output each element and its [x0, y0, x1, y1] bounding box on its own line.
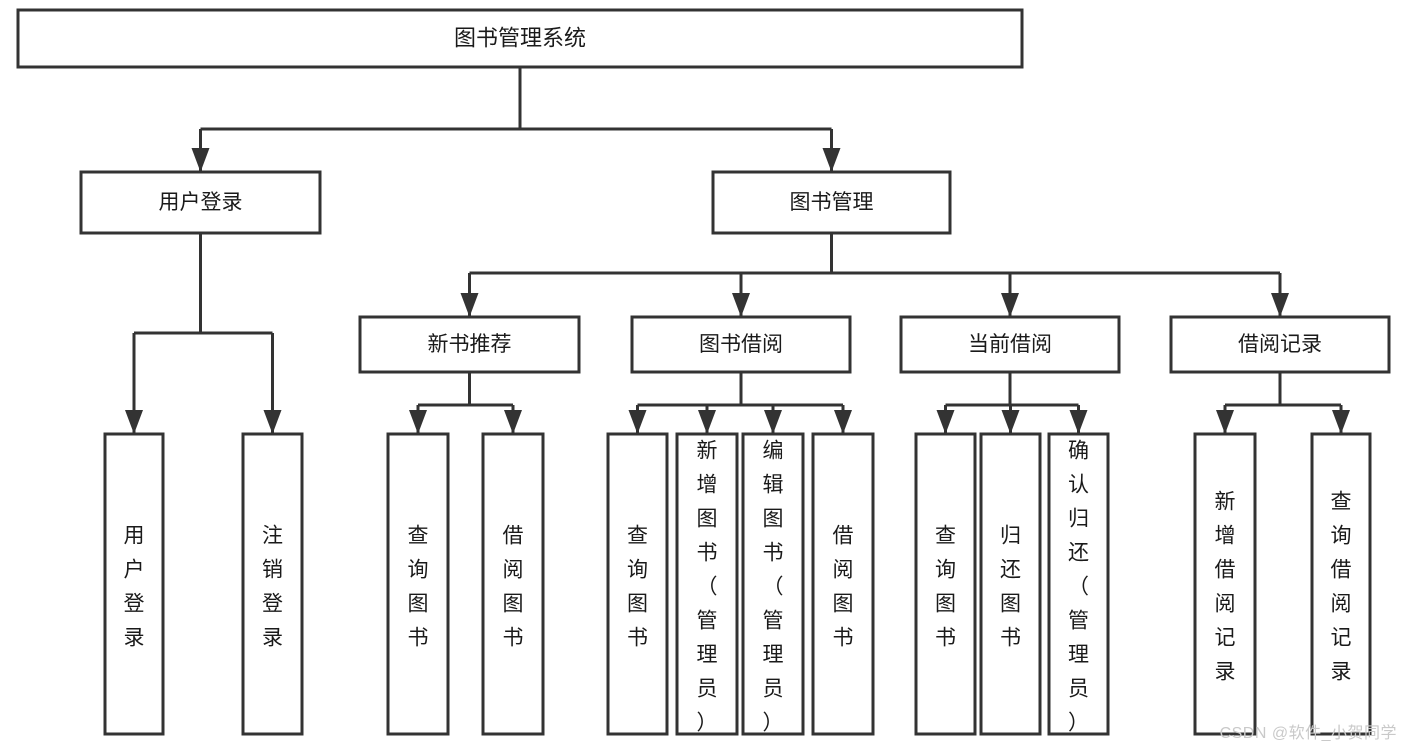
node-leaf-borrow-book[interactable]: 借阅图书 [811, 432, 875, 736]
node-current-borrow[interactable]: 当前借阅 [899, 315, 1121, 374]
node-leaf-return-book[interactable]: 归还图书 [979, 432, 1042, 736]
arrow-head-icon [1216, 410, 1234, 434]
node-box [811, 432, 875, 736]
node-box [979, 432, 1042, 736]
node-label: 借阅图书 [833, 525, 854, 650]
node-label: 查询图书 [935, 525, 956, 650]
node-box [103, 432, 165, 736]
node-label: 用户登录 [124, 525, 145, 650]
node-leaf-user-login[interactable]: 用户登录 [103, 432, 165, 736]
arrow-head-icon [732, 293, 750, 317]
node-book-borrow[interactable]: 图书借阅 [630, 315, 852, 374]
arrow-head-icon [1332, 410, 1350, 434]
node-label: 借阅记录 [1238, 333, 1322, 356]
arrow-head-icon [460, 293, 479, 317]
arrow-head-icon [125, 410, 143, 434]
node-box [741, 432, 805, 736]
node-leaf-query-record[interactable]: 查询借阅记录 [1310, 432, 1372, 736]
node-box [630, 315, 852, 374]
arrow-head-icon [764, 410, 782, 434]
arrow-head-icon [263, 410, 282, 434]
node-label: 查询图书 [627, 525, 648, 650]
node-label: 图书借阅 [699, 333, 783, 356]
node-leaf-borrow-book-rec[interactable]: 借阅图书 [481, 432, 545, 736]
arrow-head-icon [191, 148, 210, 172]
node-leaf-confirm-return[interactable]: 确认归还（管理员） [1047, 432, 1110, 736]
node-leaf-query-book-rec[interactable]: 查询图书 [386, 432, 450, 736]
node-label: 借阅图书 [503, 525, 524, 650]
node-leaf-query-book-current[interactable]: 查询图书 [914, 432, 977, 736]
node-box [358, 315, 581, 374]
node-label: 图书管理系统 [454, 25, 586, 50]
node-label: 查询图书 [408, 525, 429, 650]
arrow-head-icon [409, 410, 427, 434]
arrow-head-icon [1069, 410, 1088, 434]
arrow-head-icon [1001, 293, 1019, 317]
node-label: 查询借阅记录 [1331, 491, 1352, 684]
node-book-manage[interactable]: 图书管理 [711, 170, 952, 235]
node-box [79, 170, 322, 235]
node-label: 新增借阅记录 [1215, 491, 1236, 684]
node-label: 新书推荐 [428, 333, 512, 356]
arrow-head-icon [822, 148, 841, 172]
node-box [16, 8, 1024, 69]
node-label: 归还图书 [1000, 525, 1021, 650]
arrow-head-icon [834, 410, 852, 434]
node-layer: 图书管理系统用户登录图书管理新书推荐图书借阅当前借阅借阅记录用户登录注销登录查询… [16, 8, 1391, 736]
node-box [386, 432, 450, 736]
node-box [606, 432, 669, 736]
node-box [481, 432, 545, 736]
node-label: 注销登录 [262, 525, 283, 650]
arrow-head-icon [936, 410, 955, 434]
arrow-head-icon [698, 410, 716, 434]
node-label: 确认归还（管理员） [1068, 440, 1089, 735]
node-box [1169, 315, 1391, 374]
node-leaf-logout[interactable]: 注销登录 [241, 432, 304, 736]
arrow-head-icon [1271, 293, 1289, 317]
connector-layer [125, 67, 1350, 434]
node-leaf-query-book-borrow[interactable]: 查询图书 [606, 432, 669, 736]
node-root[interactable]: 图书管理系统 [16, 8, 1024, 69]
node-leaf-add-book[interactable]: 新增图书（管理员） [675, 432, 739, 736]
node-box [914, 432, 977, 736]
node-label: 图书管理 [790, 191, 874, 214]
node-box [1193, 432, 1257, 736]
node-leaf-edit-book[interactable]: 编辑图书（管理员） [741, 432, 805, 736]
node-box [899, 315, 1121, 374]
node-label: 新增图书（管理员） [697, 440, 718, 735]
arrow-head-icon [1001, 410, 1020, 434]
node-borrow-record[interactable]: 借阅记录 [1169, 315, 1391, 374]
node-new-book-recommend[interactable]: 新书推荐 [358, 315, 581, 374]
node-box [241, 432, 304, 736]
node-label: 编辑图书（管理员） [763, 440, 784, 735]
node-box [675, 432, 739, 736]
node-leaf-add-record[interactable]: 新增借阅记录 [1193, 432, 1257, 736]
node-box [1310, 432, 1372, 736]
node-box [1047, 432, 1110, 736]
node-label: 用户登录 [159, 191, 243, 214]
node-box [711, 170, 952, 235]
node-label: 当前借阅 [968, 333, 1052, 356]
node-user-login[interactable]: 用户登录 [79, 170, 322, 235]
arrow-head-icon [504, 410, 522, 434]
arrow-head-icon [628, 410, 647, 434]
